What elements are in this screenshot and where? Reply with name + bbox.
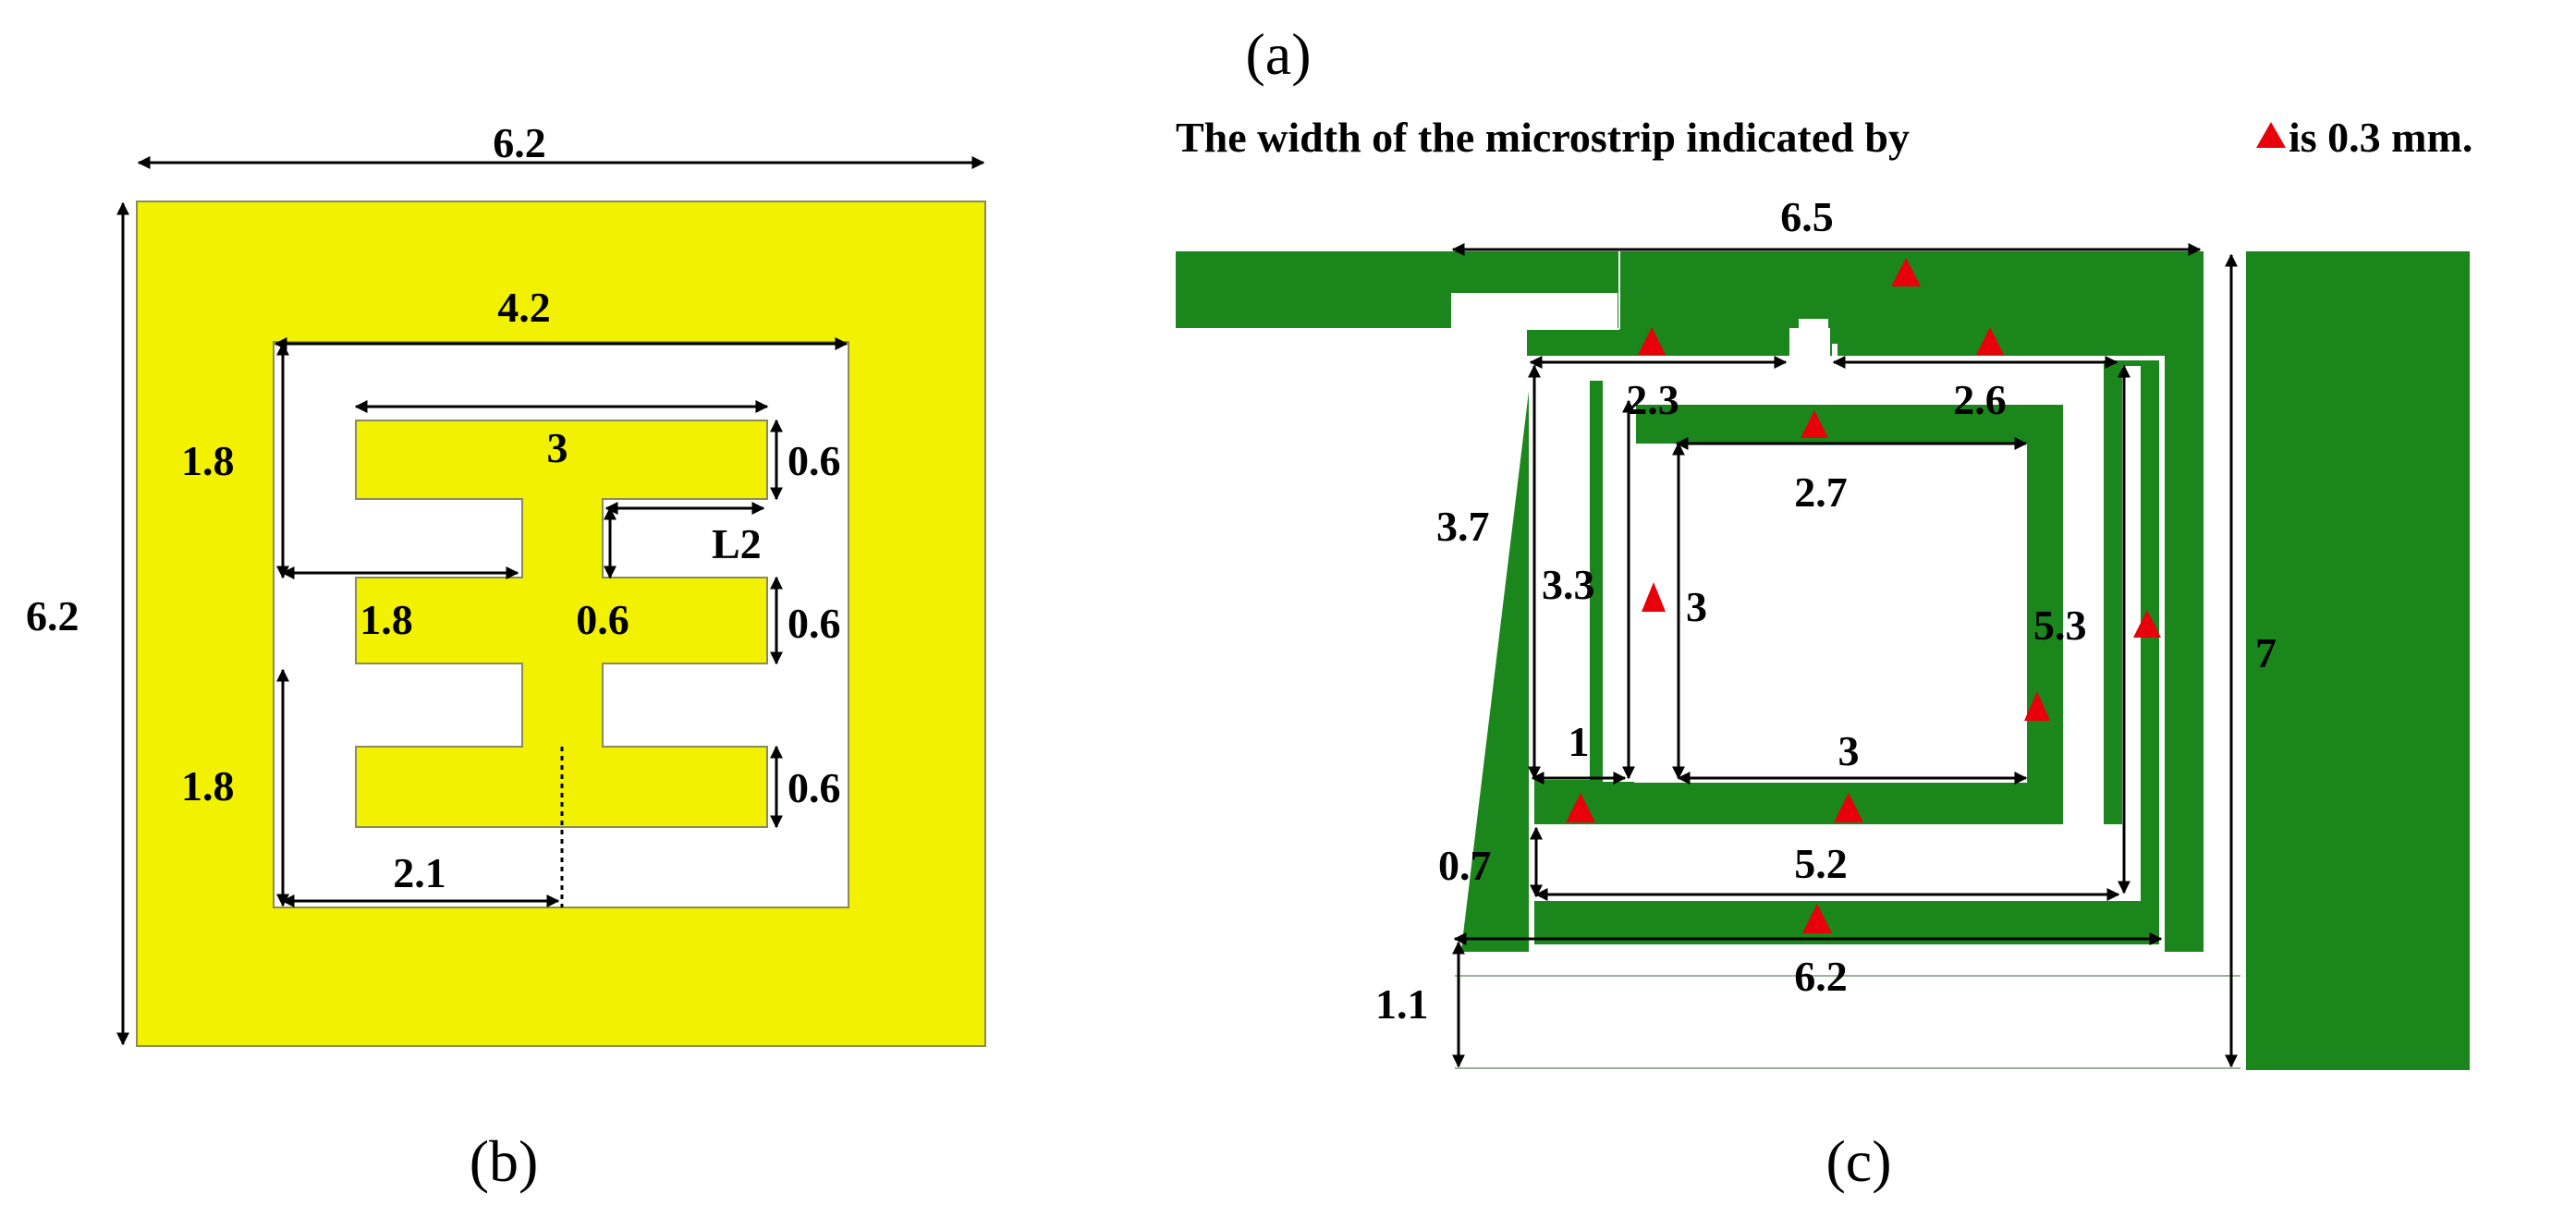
panel-c-gap-right [2204, 251, 2246, 1070]
dim-c-mid-left-h: 3.3 [1542, 561, 1595, 608]
dim-b-outer-width: 6.2 [493, 119, 546, 166]
dim-c-lower-w: 5.2 [1794, 840, 1848, 887]
panel-label-b: (b) [470, 1128, 539, 1194]
marker-triangle-icon [1801, 410, 1828, 438]
dim-c-total-h: 7 [2255, 629, 2277, 676]
panel-c-feed-opening [1455, 952, 2204, 1070]
dim-c-bottom-gap-h: 1.1 [1375, 980, 1429, 1028]
dim-c-outer-left-h: 3.7 [1436, 503, 1490, 550]
dim-b-bar-h-mid: 0.6 [787, 600, 841, 647]
panel-label-a: (a) [1245, 21, 1311, 87]
dim-b-top-bar: 3 [547, 424, 568, 471]
panel-c-dimension-labels: 6.5 2.3 2.6 2.7 3.7 3.3 3 5.3 7 1 3 0.7 … [1375, 193, 2277, 1028]
panel-c-structure [1176, 242, 2470, 1070]
dim-b-bottom-slot-h: 1.8 [181, 762, 235, 809]
marker-triangle-icon [1891, 258, 1921, 286]
panel-c-dimension-lines [1451, 243, 2238, 1068]
dim-b-top-slot-h: 1.8 [181, 437, 235, 484]
dim-c-lower-gap-h: 0.7 [1438, 842, 1492, 889]
dim-c-right-segment: 2.6 [1953, 376, 2007, 423]
dim-b-slot-width: 4.2 [497, 284, 551, 331]
dim-c-inner-left-h: 3 [1686, 583, 1707, 630]
panel-c-center-window [1634, 444, 2027, 783]
panel-b-structure [136, 201, 986, 1047]
microstrip-width-note: The width of the microstrip indicated by… [1176, 114, 2472, 161]
marker-triangle-icon [1642, 582, 1666, 612]
dim-b-outer-height: 6.2 [26, 592, 79, 639]
note-text-before: The width of the microstrip indicated by [1176, 114, 1910, 161]
panel-b-dimension-labels: 6.2 6.2 4.2 3 1.8 1.8 0.6 1.8 0.6 0.6 0.… [26, 119, 841, 896]
marker-triangle-icon [1802, 904, 1832, 933]
marker-triangle-icon [1834, 793, 1863, 822]
note-marker-triangle-icon [2256, 122, 2286, 148]
dim-b-mid-gap: 0.6 [576, 596, 629, 643]
note-text-after: is 0.3 mm. [2289, 114, 2472, 161]
dim-c-inner-top: 2.7 [1794, 469, 1848, 516]
dim-c-inner-bottom: 3 [1838, 727, 1860, 774]
dim-b-gap-l2: L2 [712, 520, 762, 567]
panel-c-left-slots [1529, 366, 1590, 780]
dim-b-bar-h-top: 0.6 [787, 437, 841, 484]
dim-c-small-w: 1 [1569, 718, 1590, 765]
panel-c-markers [1566, 258, 2161, 933]
panel-c-open-slots [1538, 344, 2104, 839]
marker-triangle-icon [1976, 327, 2004, 355]
dim-c-top-line: 6.5 [1780, 193, 1834, 240]
dim-c-left-segment: 2.3 [1626, 376, 1679, 423]
dim-b-bottom-slot-w: 2.1 [393, 849, 446, 896]
marker-triangle-icon [2133, 610, 2161, 638]
marker-triangle-icon [1566, 793, 1595, 822]
marker-triangle-icon [2024, 691, 2050, 721]
dim-b-bar-h-bottom: 0.6 [787, 764, 841, 811]
dim-c-right-h: 5.3 [2033, 602, 2087, 649]
dim-c-bottom-w: 6.2 [1794, 953, 1848, 1000]
marker-triangle-icon [1638, 327, 1666, 355]
panel-b-dimension-lines [116, 156, 985, 1046]
panel-c-top-gap [1799, 319, 1828, 360]
panel-label-c: (c) [1825, 1128, 1891, 1194]
panel-c-bottom-slot [1530, 824, 2122, 901]
dim-b-mid-slot-w: 1.8 [360, 596, 413, 643]
